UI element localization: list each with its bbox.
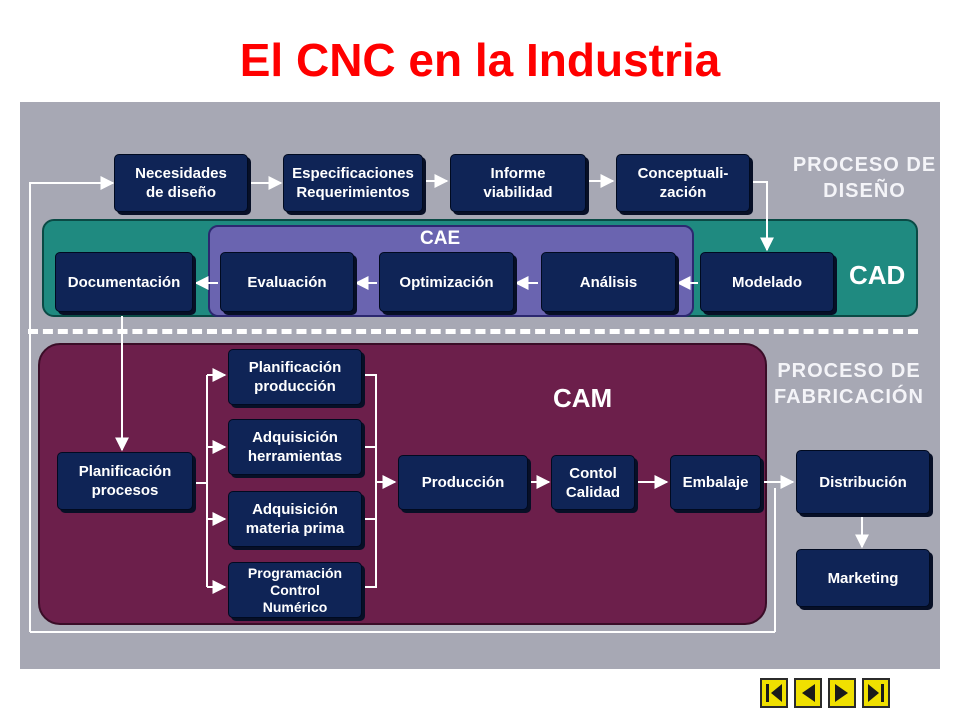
cad-label: CAD xyxy=(849,260,906,290)
last-icon xyxy=(868,684,884,702)
proceso-diseno-label: PROCESO DE DISEÑO xyxy=(792,154,937,202)
modelado-box: Modelado xyxy=(700,252,834,312)
planificacion-produccion-box: Planificación producción xyxy=(228,349,362,405)
analisis-box: Análisis xyxy=(541,252,676,312)
control-calidad-box: Contol Calidad xyxy=(551,455,635,510)
first-icon xyxy=(766,684,782,702)
proceso-fabricacion-label: PROCESO DE FABRICACIÓN xyxy=(774,360,924,408)
marketing-box: Marketing xyxy=(796,549,930,607)
previous-icon xyxy=(802,684,815,702)
informe-viabilidad-box: Informe viabilidad xyxy=(450,154,586,212)
cam-label: CAM xyxy=(553,383,613,413)
conceptualizacion-box: Conceptuali- zación xyxy=(616,154,750,212)
next-icon xyxy=(835,684,848,702)
produccion-box: Producción xyxy=(398,455,528,510)
necesidades-diseno-box: Necesidades de diseño xyxy=(114,154,248,212)
adquisicion-herramientas-box: Adquisición herramientas xyxy=(228,419,362,475)
planificacion-procesos-box: Planificación procesos xyxy=(57,452,193,510)
documentacion-box: Documentación xyxy=(55,252,193,312)
slide-title: El CNC en la Industria xyxy=(239,34,721,86)
especificaciones-box: Especificaciones Requerimientos xyxy=(283,154,423,212)
embalaje-box: Embalaje xyxy=(670,455,761,510)
cae-label: CAE xyxy=(420,228,461,249)
next-slide-button[interactable] xyxy=(828,678,856,708)
section-divider xyxy=(28,329,918,334)
previous-slide-button[interactable] xyxy=(794,678,822,708)
evaluacion-box: Evaluación xyxy=(220,252,354,312)
first-slide-button[interactable] xyxy=(760,678,788,708)
distribucion-box: Distribución xyxy=(796,450,930,514)
programacion-control-numerico-box: Programación Control Numérico xyxy=(228,562,362,618)
optimizacion-box: Optimización xyxy=(379,252,514,312)
slide-navigation xyxy=(760,678,890,710)
last-slide-button[interactable] xyxy=(862,678,890,708)
adquisicion-materia-prima-box: Adquisición materia prima xyxy=(228,491,362,547)
